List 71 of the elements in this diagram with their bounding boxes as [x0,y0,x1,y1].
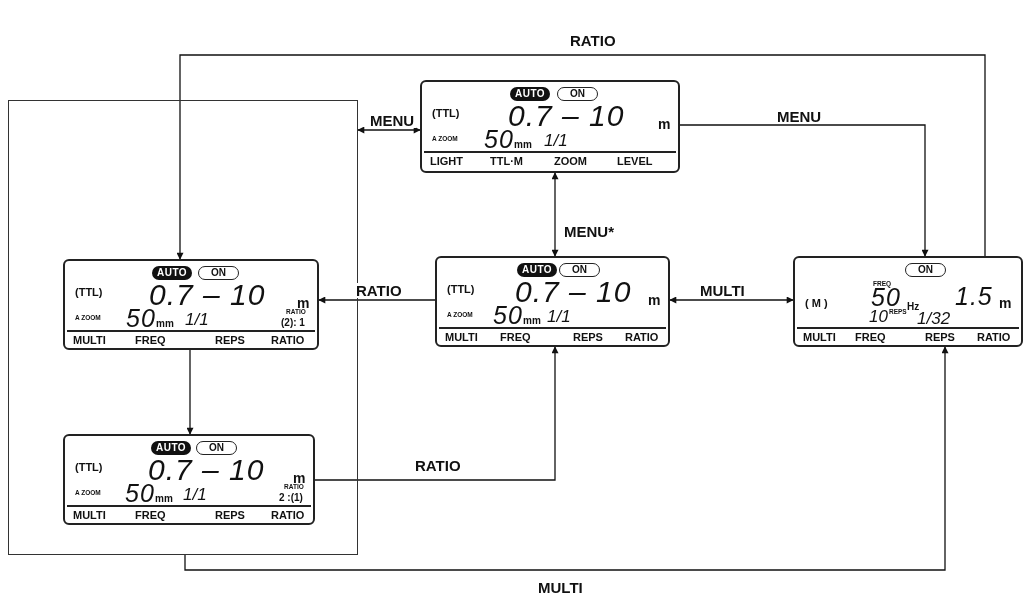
function-label: MULTI [73,335,106,346]
unit-label: mm [523,316,541,326]
edge-label: MENU [368,113,417,128]
edge-label: MULTI [698,283,747,298]
power-readout: 1/1 [185,311,209,328]
function-label: RATIO [271,335,305,346]
edge-label: MENU [775,109,824,124]
mode-badge: AUTO [151,441,192,455]
unit-label: m [297,296,310,310]
arrow [551,172,559,257]
function-label: RATIO [625,332,659,343]
unit-label: m [648,293,661,307]
edge-label: MULTI [536,580,585,595]
function-label: MULTI [73,510,106,521]
arrow [318,296,436,304]
edge-label: RATIO [413,458,463,473]
function-label: FREQ [135,335,166,346]
mode-label: (TTL) [75,287,103,298]
unit-label: mm [156,319,174,329]
function-label: FREQ [500,332,531,343]
edge-label: RATIO [354,283,404,298]
function-label: RATIO [977,332,1011,343]
unit-label: m [999,296,1012,310]
function-label: REPS [215,335,245,346]
function-label: FREQ [135,510,166,521]
function-label: LEVEL [617,156,653,167]
function-label: LIGHT [430,156,463,167]
edge-label: MENU* [562,224,616,239]
group-frame [8,100,358,555]
arrow [184,346,949,571]
power-readout: 1/32 [917,310,951,327]
unit-label: Hz [907,302,920,312]
function-label: FREQ [855,332,886,343]
power-readout: 1/1 [183,486,207,503]
unit-label: mm [514,140,532,150]
mode-label: (TTL) [432,108,460,119]
mode-label: (TTL) [75,462,103,473]
ratio-readout: 2 :(1) [279,493,303,503]
arrow [357,126,421,134]
function-label: MULTI [803,332,836,343]
lcd-display-panel [63,434,315,525]
unit-label: mm [155,494,173,504]
lcd-display-panel [63,259,319,350]
arrow [679,124,929,257]
function-label: REPS [925,332,955,343]
mode-badge: AUTO [517,263,558,277]
function-label: REPS [215,510,245,521]
mode-badge: AUTO [152,266,193,280]
power-readout: 10 [869,308,888,325]
arrow [176,54,986,260]
function-label: REPS [573,332,603,343]
function-label: TTL·M [490,156,523,167]
mode-label: (TTL) [447,284,475,295]
unit-label: m [293,471,306,485]
lcd-display-panel [420,80,680,173]
arrow [314,346,559,481]
function-label: MULTI [445,332,478,343]
unit-label: m [658,117,671,131]
arrow [186,349,194,435]
edge-label: RATIO [568,33,618,48]
digital-readout: 1.5 [955,284,993,309]
function-label: ZOOM [554,156,587,167]
lcd-display-panel [435,256,670,347]
arrow [669,296,794,304]
lcd-display-panel [793,256,1023,347]
ratio-readout: (2): 1 [281,318,305,328]
mode-badge: AUTO [510,87,551,101]
mode-label: ( M ) [805,298,828,309]
function-label: RATIO [271,510,305,521]
power-readout: 1/1 [547,308,571,325]
power-readout: 1/1 [544,132,568,149]
